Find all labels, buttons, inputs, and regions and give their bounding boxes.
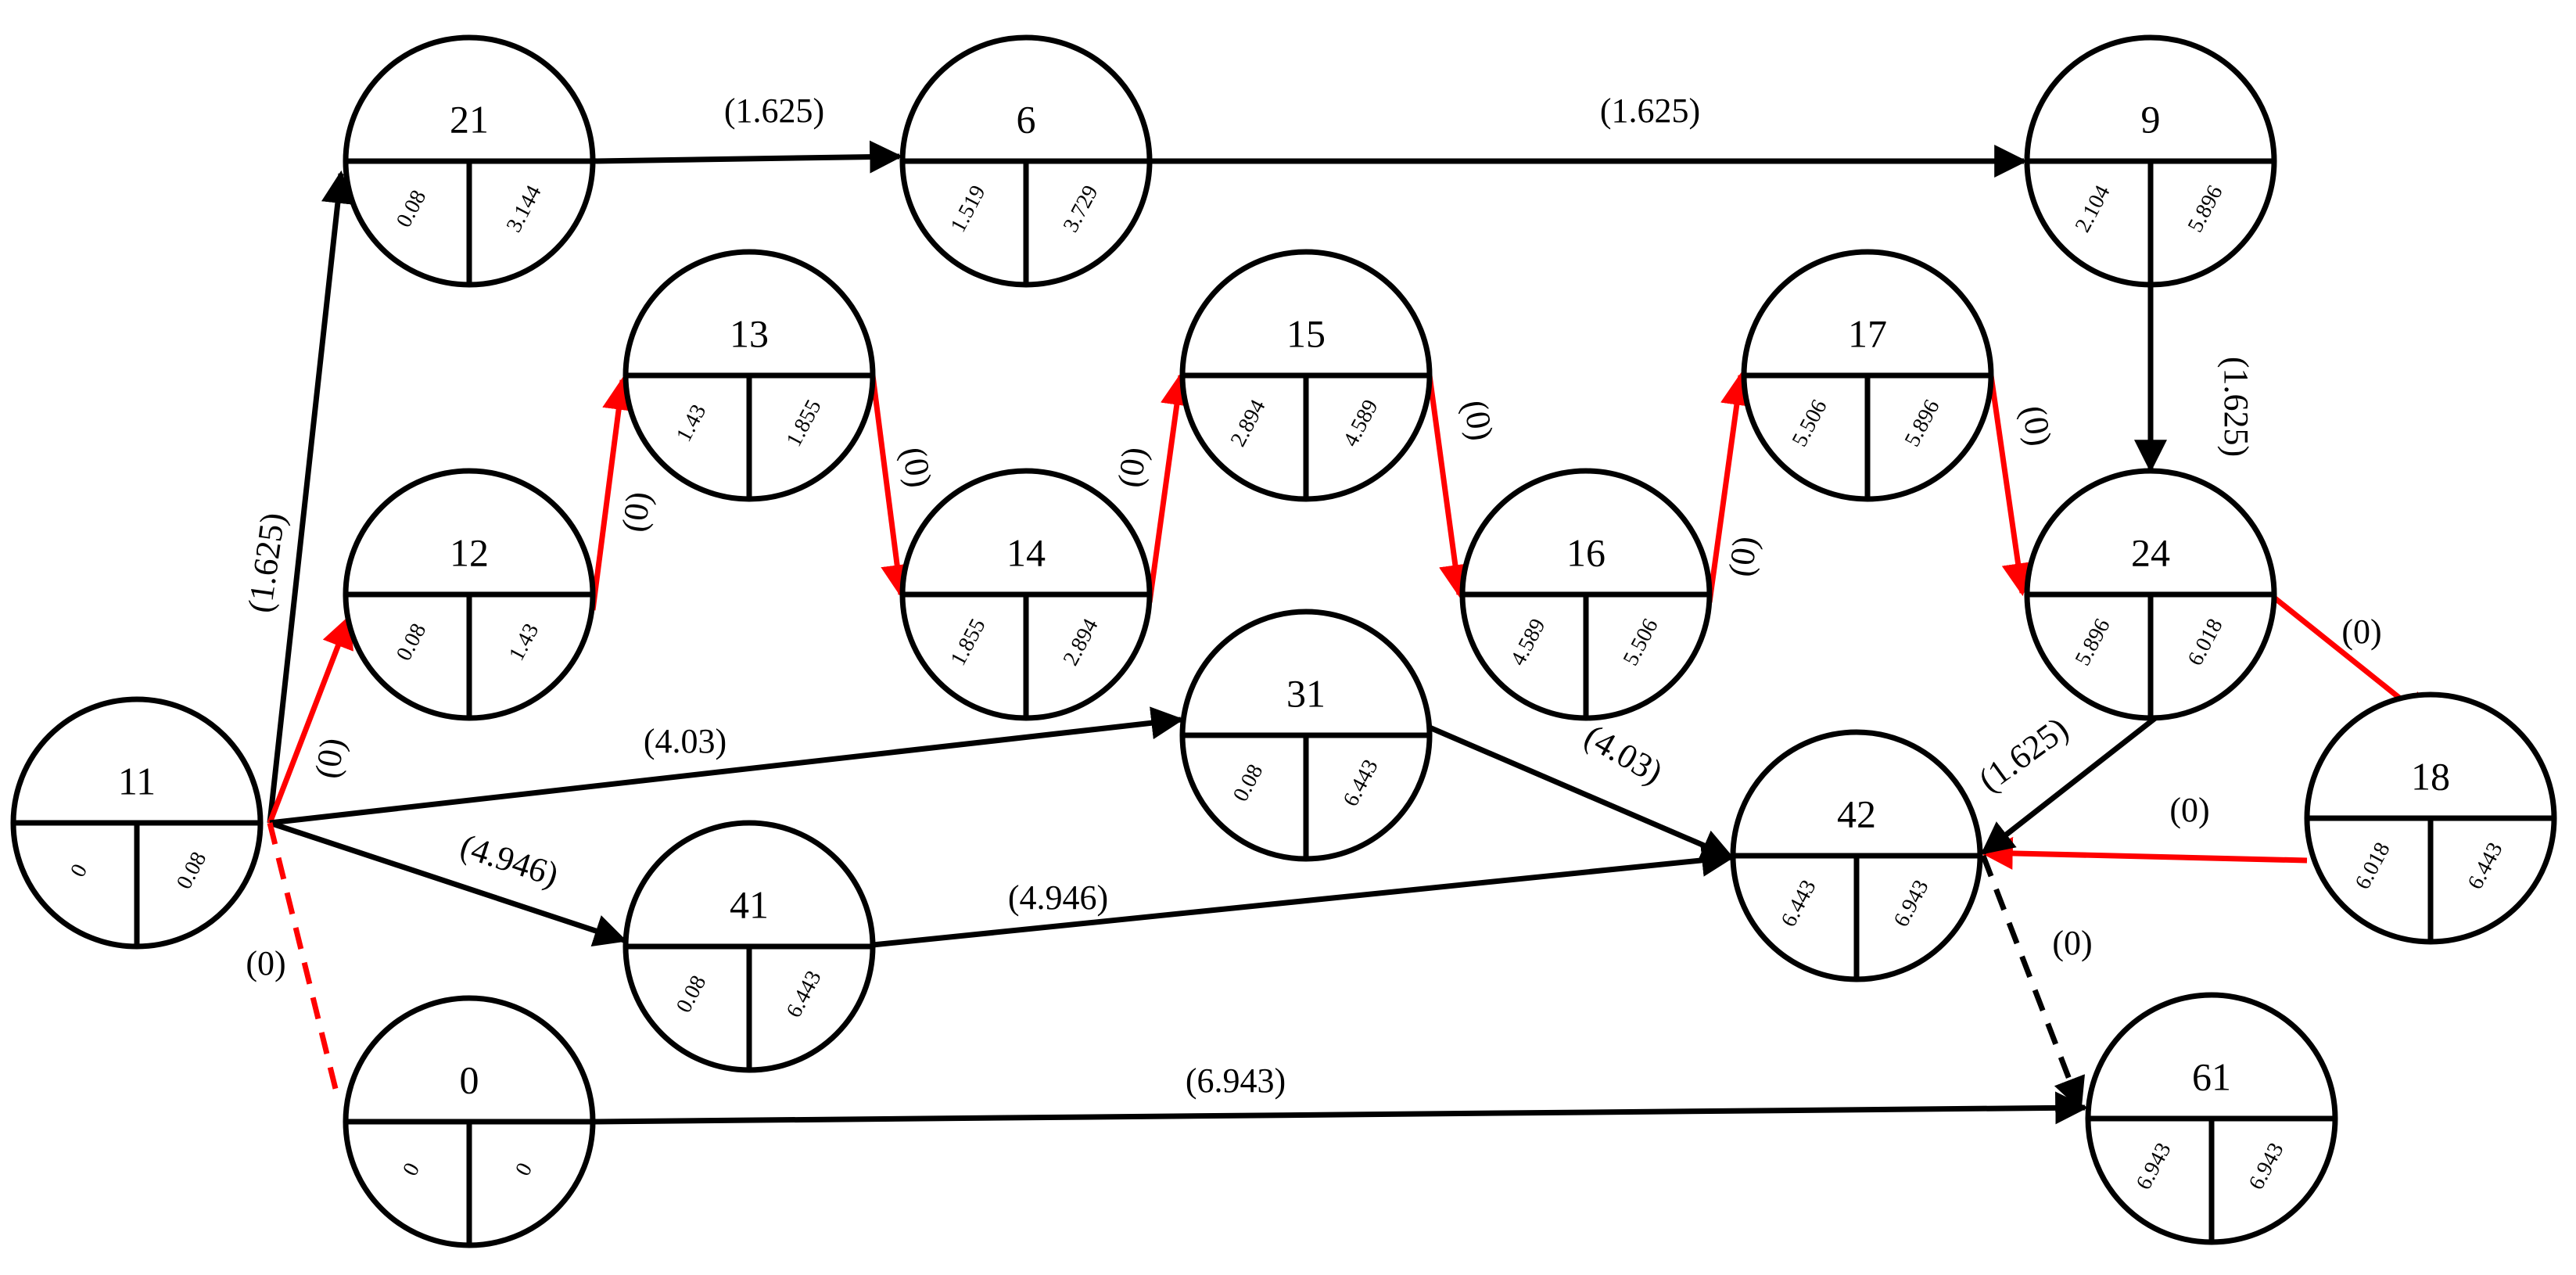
edges-layer — [267, 140, 2434, 1125]
node-id-label: 9 — [2141, 97, 2161, 141]
edge-label-14-to-15: (0) — [1110, 445, 1154, 490]
edge-label-16-to-17: (0) — [1721, 534, 1765, 580]
node-id-label: 0 — [460, 1058, 479, 1101]
edge-31-to-42 — [1428, 724, 1735, 861]
edge-label-21-to-6: (1.625) — [724, 92, 824, 130]
node-id-label: 18 — [2411, 754, 2450, 798]
edge-14-to-15 — [1146, 372, 1193, 603]
edge-label-11-to-31: (4.03) — [644, 722, 727, 760]
node-id-label: 15 — [1286, 311, 1326, 355]
edge-11-to-21 — [267, 170, 354, 824]
edge-label-42-to-61: (0) — [2052, 924, 2092, 962]
edge-label-6-to-9: (1.625) — [1600, 92, 1700, 130]
edge-0-to-61 — [592, 1091, 2089, 1125]
edge-label-18-to-42: (0) — [2169, 791, 2209, 829]
edge-11-to-0 — [267, 822, 341, 1099]
edge-21-to-6 — [592, 140, 903, 174]
edge-label-31-to-42: (4.03) — [1578, 717, 1670, 792]
edge-label-9-to-24: (1.625) — [2217, 357, 2255, 457]
node-id-label: 13 — [730, 311, 769, 355]
node-id-label: 41 — [730, 882, 769, 926]
node-id-label: 61 — [2192, 1054, 2231, 1098]
node-id-label: 17 — [1848, 311, 1887, 355]
edge-label-12-to-13: (0) — [615, 490, 658, 535]
node-id-label: 14 — [1006, 530, 1046, 574]
edge-42-to-61 — [1980, 854, 2086, 1111]
edge-24-to-42 — [1980, 716, 2158, 855]
edge-label-24-to-42: (1.625) — [1971, 709, 2076, 799]
edge-label-15-to-16: (0) — [1456, 397, 1501, 444]
edge-label-41-to-42: (4.946) — [1008, 878, 1108, 917]
node-id-label: 42 — [1837, 792, 1876, 835]
edge-18-to-42 — [1979, 836, 2308, 870]
node-id-label: 16 — [1566, 530, 1606, 574]
node-id-label: 31 — [1286, 671, 1326, 715]
node-id-label: 11 — [118, 759, 156, 803]
node-id-label: 24 — [2131, 530, 2170, 574]
edge-label-0-to-61: (6.943) — [1186, 1061, 1286, 1100]
node-id-label: 12 — [450, 530, 489, 574]
edge-label-11-to-12: (0) — [307, 735, 352, 781]
edge-label-11-to-41: (4.946) — [456, 827, 563, 894]
edge-11-to-41 — [268, 820, 627, 947]
node-id-label: 21 — [450, 97, 489, 141]
edge-12-to-13 — [590, 376, 635, 611]
edge-17-to-24 — [1988, 375, 2035, 597]
edge-13-to-14 — [870, 375, 914, 598]
edge-label-11-to-0: (0) — [246, 944, 285, 982]
edge-15-to-16 — [1426, 375, 1472, 598]
node-id-label: 6 — [1017, 97, 1036, 141]
edge-41-to-42 — [872, 843, 1735, 948]
edge-label-24-to-18: (0) — [2341, 612, 2381, 651]
edge-label-11-to-21: (1.625) — [240, 510, 292, 615]
edge-label-17-to-24: (0) — [2015, 403, 2059, 449]
edge-16-to-17 — [1706, 372, 1753, 603]
edge-label-13-to-14: (0) — [895, 444, 939, 490]
edge-11-to-31 — [269, 706, 1185, 826]
edge-11-to-12 — [267, 615, 353, 824]
